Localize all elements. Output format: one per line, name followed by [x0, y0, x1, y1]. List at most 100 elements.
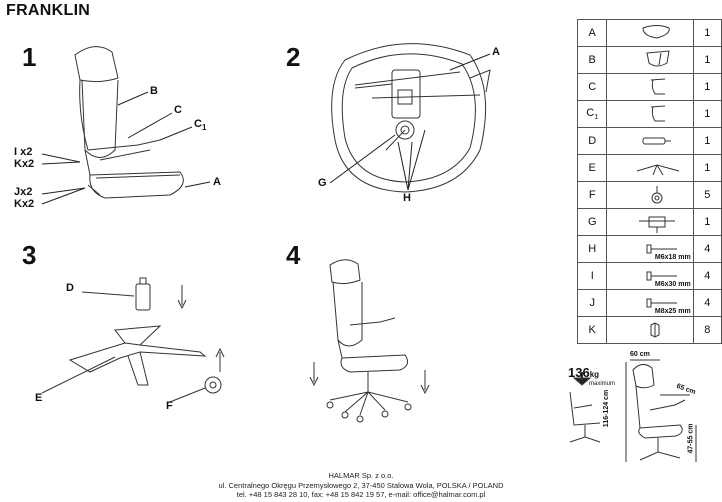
step-number-3: 3: [22, 240, 37, 270]
dimension-width: 60 cm: [630, 351, 650, 358]
screw-size-label: M6x30 mm: [654, 281, 691, 288]
part-picture: [606, 127, 694, 155]
step2-label-h: H: [403, 192, 411, 204]
part-picture: [606, 100, 694, 128]
part-letter-text: H: [588, 243, 597, 255]
part-picture: [606, 154, 694, 182]
footer-company: HALMAR Sp. z o.o.: [328, 471, 394, 480]
seat-icon: [642, 25, 671, 39]
part-letter-sub: 1: [594, 114, 599, 122]
step1-label-b: B: [150, 85, 158, 97]
step4-chair-drawing: [309, 259, 430, 423]
step1-label-c: C: [174, 104, 182, 116]
mechanism-icon: [639, 216, 676, 233]
dimension-drawing: [625, 359, 697, 462]
part-letter: J: [576, 289, 608, 317]
step1-label-j: Jx2: [14, 186, 33, 198]
part-letter-text: D: [588, 135, 597, 147]
step-number-1: 1: [22, 42, 37, 72]
document-title: FRANKLIN: [6, 2, 91, 19]
step3-base-drawing: [41, 277, 225, 403]
company-footer: HALMAR Sp. z o.o. ul. Centralnego Okręgu…: [0, 471, 722, 500]
part-letter: D: [576, 127, 608, 155]
step3-label-e: E: [35, 392, 43, 404]
part-letter-text: G: [587, 216, 597, 228]
part-picture: [606, 316, 694, 344]
part-letter-text: I: [590, 270, 594, 282]
step1-label-c1: C1: [194, 118, 207, 133]
caster-icon: [651, 186, 663, 204]
part-letter: A: [576, 19, 608, 47]
part-picture: M8x25 mm: [606, 289, 694, 317]
part-picture: M6x18 mm: [606, 235, 694, 263]
part-quantity: 1: [692, 208, 722, 236]
part-letter: C1: [576, 100, 608, 128]
part-picture: [606, 46, 694, 74]
footer-address: ul. Centralnego Okręgu Przemysłowego 2, …: [218, 480, 504, 490]
step1-label-i: I x2: [14, 146, 33, 158]
part-picture: [606, 181, 694, 209]
part-letter: F: [576, 181, 608, 209]
backrest-icon: [646, 50, 671, 67]
part-quantity: 8: [692, 316, 722, 344]
footer-contact: tel. +48 15 843 28 10, fax: +48 15 842 1…: [236, 490, 486, 499]
step1-label-k1: Kx2: [14, 158, 35, 170]
weight-capacity-icon: [569, 372, 601, 443]
part-picture: [606, 208, 694, 236]
step3-label-f: F: [166, 400, 173, 412]
capacity-unit: kg: [589, 370, 600, 379]
part-quantity: 4: [692, 262, 722, 290]
step1-label-k2: Kx2: [14, 198, 35, 210]
part-letter-text: E: [588, 162, 596, 174]
step-number-2: 2: [286, 42, 301, 72]
capacity-value: 136: [568, 365, 590, 380]
capacity-label: 136kg: [568, 365, 599, 380]
step3-label-d: D: [66, 282, 74, 294]
screw-size-label: M6x18 mm: [654, 254, 691, 261]
part-picture: [606, 19, 694, 47]
part-letter: B: [576, 46, 608, 74]
part-quantity: 1: [692, 154, 722, 182]
screw-icon: [646, 244, 678, 254]
armrest-icon: [651, 105, 666, 122]
step1-label-a: A: [213, 176, 221, 188]
screw-icon: [646, 298, 678, 308]
part-letter-text: A: [588, 27, 596, 39]
part-quantity: 4: [692, 235, 722, 263]
gas-lift-icon: [642, 137, 672, 145]
part-letter: K: [576, 316, 608, 344]
hex-key-icon: [650, 322, 660, 338]
part-quantity: 1: [692, 127, 722, 155]
dimension-seat-height: 47-55 cm: [687, 423, 695, 454]
part-quantity: 5: [692, 181, 722, 209]
step1-chair-drawing: [74, 46, 184, 199]
step-number-4: 4: [286, 240, 301, 270]
part-letter-text: B: [588, 54, 596, 66]
screw-icon: [646, 271, 678, 281]
part-letter: H: [576, 235, 608, 263]
part-letter: C: [576, 73, 608, 101]
step2-label-g: G: [318, 177, 327, 189]
armrest-icon: [651, 78, 666, 95]
part-quantity: 1: [692, 73, 722, 101]
part-letter: I: [576, 262, 608, 290]
part-letter-text: J: [589, 297, 595, 309]
part-letter: E: [576, 154, 608, 182]
step2-label-a: A: [492, 46, 500, 58]
part-quantity: 1: [692, 100, 722, 128]
part-picture: M6x30 mm: [606, 262, 694, 290]
part-letter-text: K: [588, 324, 596, 336]
step2-seat-underside: [331, 43, 491, 193]
